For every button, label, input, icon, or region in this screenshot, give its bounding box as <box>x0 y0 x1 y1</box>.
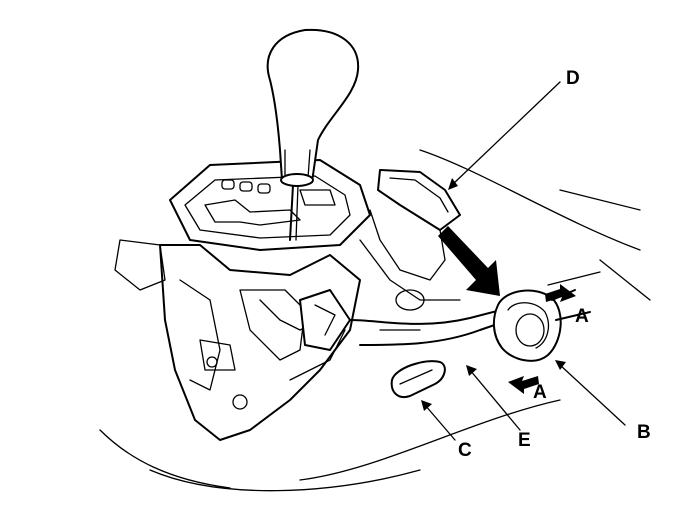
leader-lines <box>421 81 626 441</box>
console-body <box>99 149 651 492</box>
direction-arrow <box>438 226 500 296</box>
cable-lock-tab <box>390 360 446 398</box>
shift-cable <box>349 304 521 346</box>
callout-e: E <box>518 430 531 451</box>
callout-a-top: A <box>575 306 589 327</box>
callout-b: B <box>637 422 651 443</box>
cable-end <box>492 271 601 362</box>
bracket-d-area <box>359 169 461 311</box>
callout-d: D <box>566 68 580 89</box>
callout-c: C <box>458 440 472 461</box>
squeeze-arrows <box>508 284 576 394</box>
shift-lever-housing <box>114 159 371 441</box>
shift-knob <box>266 28 360 241</box>
callout-a-bottom: A <box>533 382 547 403</box>
